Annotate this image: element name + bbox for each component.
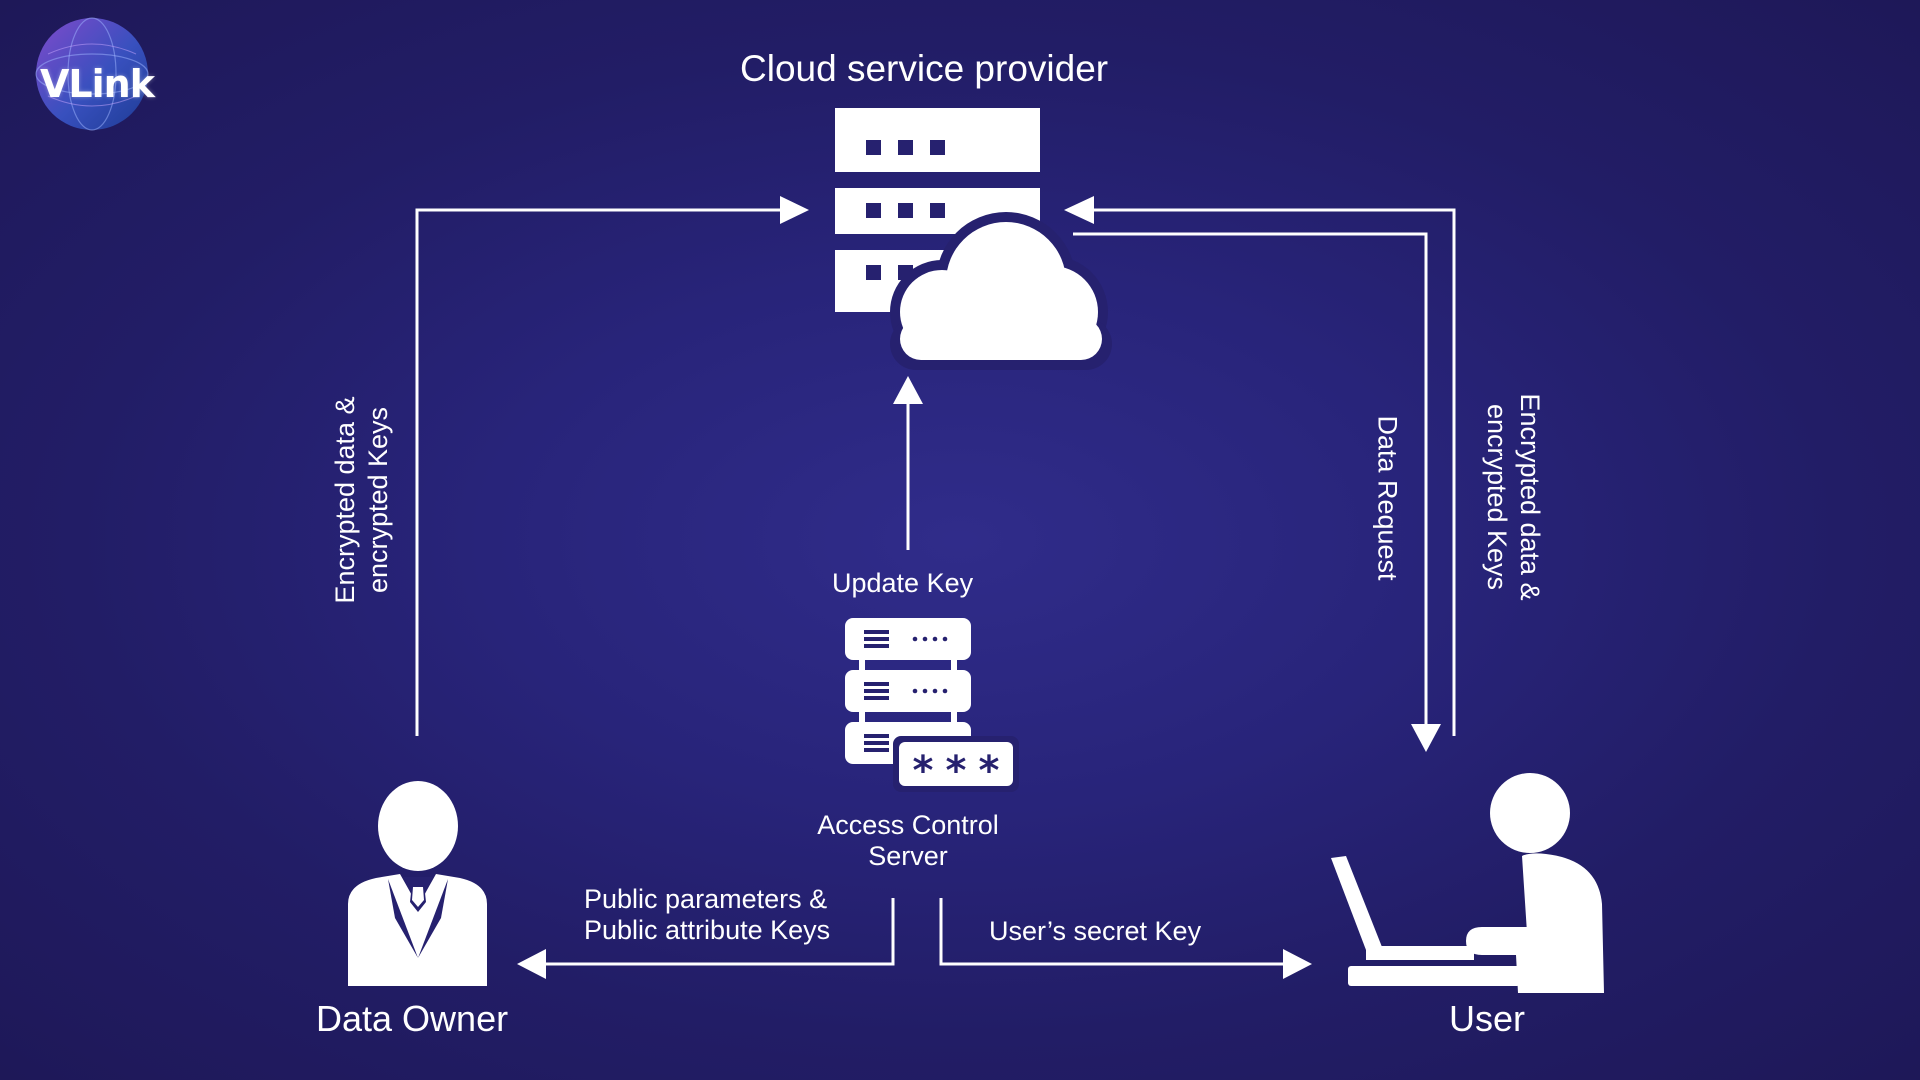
update-key-label: Update Key xyxy=(832,568,974,598)
arrow-public-params xyxy=(517,898,895,979)
owner-to-cloud-label: Encrypted data & encrypted Keys xyxy=(329,396,395,603)
public-params-label: Public parameters & Public attribute Key… xyxy=(584,884,830,946)
arrow-cloud-to-user-encrypted xyxy=(1064,196,1456,736)
data-request-label: Data Request xyxy=(1371,415,1404,580)
secret-key-label: User’s secret Key xyxy=(989,916,1202,946)
arrow-update-key xyxy=(893,376,923,550)
cloud-to-user-label: Encrypted data & encrypted Keys xyxy=(1480,393,1546,600)
svg-text:*: * xyxy=(913,748,934,794)
owner-to-cloud-label-line2: encrypted Keys xyxy=(363,406,393,594)
access-control-label-line1: Access Control xyxy=(817,810,999,840)
arrow-secret-key xyxy=(939,898,1312,979)
businessman-icon xyxy=(348,781,487,986)
server-cloud-icon xyxy=(835,108,1112,370)
cloud-to-user-label-line1: Encrypted data & xyxy=(1514,393,1545,601)
server-password-icon: * * * xyxy=(845,618,1019,794)
cloud-provider-label: Cloud service provider xyxy=(740,48,1109,89)
access-control-label: Access Control Server xyxy=(810,810,1006,872)
data-request-label-text: Data Request xyxy=(1372,415,1403,581)
logo-text: VLink xyxy=(40,62,155,106)
arrow-data-request xyxy=(1073,232,1441,752)
svg-text:*: * xyxy=(946,748,967,794)
svg-text:*: * xyxy=(979,748,1000,794)
owner-to-cloud-label-line1: Encrypted data & xyxy=(330,396,361,604)
cloud-to-user-label-line2: encrypted Keys xyxy=(1482,403,1512,591)
vlink-logo: VLink xyxy=(18,14,183,134)
person-laptop-icon xyxy=(1331,773,1604,993)
user-label: User xyxy=(1449,998,1526,1039)
access-control-label-line2: Server xyxy=(868,841,948,872)
globe-icon xyxy=(35,17,149,131)
arrow-owner-to-cloud xyxy=(415,196,809,736)
public-params-label-line1: Public parameters & xyxy=(584,884,828,914)
public-params-label-line2: Public attribute Keys xyxy=(584,915,831,946)
data-owner-label: Data Owner xyxy=(316,998,509,1039)
